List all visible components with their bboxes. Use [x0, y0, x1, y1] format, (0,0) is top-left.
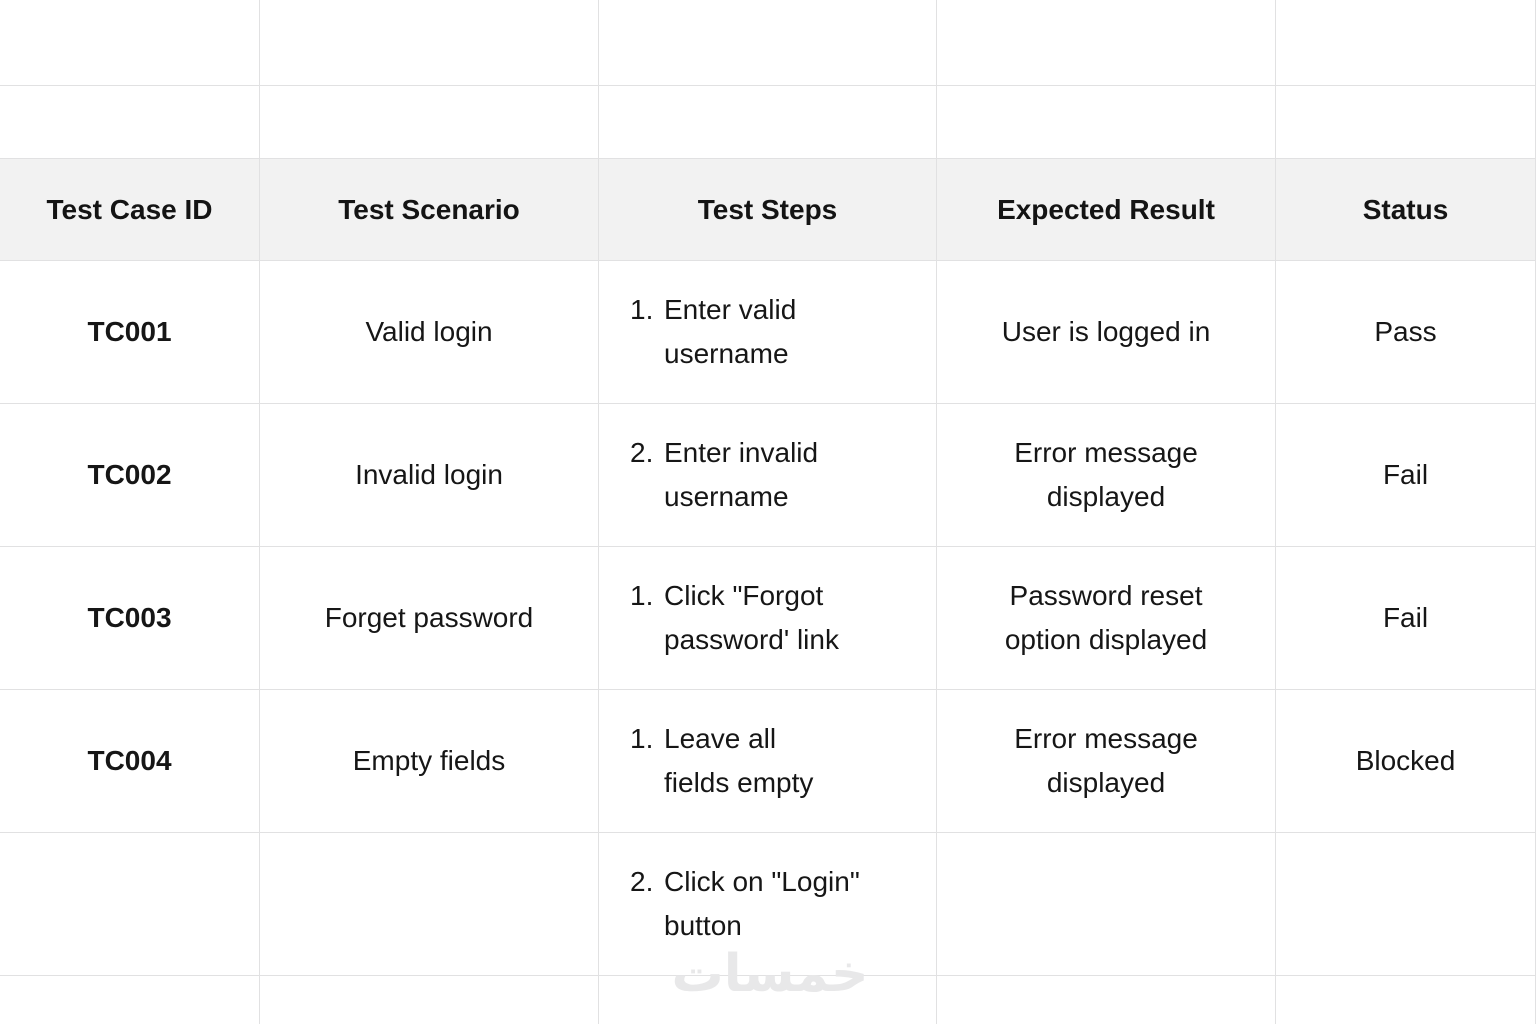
cell-test-scenario: Valid login [259, 260, 599, 404]
test-step: 1. Click "Forgot password' link [600, 574, 936, 662]
empty-cell [0, 975, 260, 1024]
cell-expected-result [936, 832, 1276, 976]
step-text: Enter invalid username [664, 437, 819, 512]
cell-test-scenario [259, 832, 599, 976]
cell-test-scenario: Forget password [259, 546, 599, 690]
table-row-tc003: TC003 Forget password 1. Click "Forgot p… [0, 546, 1536, 690]
empty-cell [598, 975, 937, 1024]
cell-test-steps: 2. Enter invalid username [598, 403, 937, 547]
empty-cell [936, 975, 1276, 1024]
table-row-blank-top [0, 0, 1536, 86]
empty-cell [936, 0, 1276, 86]
cell-test-scenario: Invalid login [259, 403, 599, 547]
table-row-blank-bottom [0, 975, 1536, 1024]
test-step: 1. Enter valid username [600, 288, 936, 376]
header-expected-result: Expected Result [936, 158, 1276, 261]
cell-test-case-id: TC001 [0, 260, 260, 404]
cell-status: Pass [1275, 260, 1536, 404]
cell-expected-result: Password reset option displayed [936, 546, 1276, 690]
header-test-scenario: Test Scenario [259, 158, 599, 261]
test-step: 2. Click on "Login" button [600, 860, 936, 948]
table-row-tc002: TC002 Invalid login 2. Enter invalid use… [0, 403, 1536, 547]
empty-cell [1275, 0, 1536, 86]
step-number: 1. [630, 294, 654, 325]
cell-expected-result: Error message displayed [936, 689, 1276, 833]
cell-test-case-id: TC002 [0, 403, 260, 547]
table-row-tc004: TC004 Empty fields 1. Leave all fields e… [0, 689, 1536, 833]
empty-cell [0, 0, 260, 86]
empty-cell [259, 85, 599, 159]
header-status: Status [1275, 158, 1536, 261]
test-step: 1. Leave all fields empty [600, 717, 936, 805]
empty-cell [936, 85, 1276, 159]
cell-status: Fail [1275, 403, 1536, 547]
cell-status: Blocked [1275, 689, 1536, 833]
empty-cell [1275, 975, 1536, 1024]
cell-test-steps: 1. Enter valid username [598, 260, 937, 404]
cell-test-case-id: TC003 [0, 546, 260, 690]
cell-test-steps: 1. Click "Forgot password' link [598, 546, 937, 690]
step-number: 1. [630, 723, 654, 754]
header-test-steps: Test Steps [598, 158, 937, 261]
step-number: 1. [630, 580, 654, 611]
cell-expected-result: User is logged in [936, 260, 1276, 404]
cell-expected-result: Error message displayed [936, 403, 1276, 547]
empty-cell [1275, 85, 1536, 159]
table-header-row: Test Case ID Test Scenario Test Steps Ex… [0, 158, 1536, 261]
empty-cell [259, 975, 599, 1024]
step-number: 2. [630, 866, 654, 897]
cell-test-case-id [0, 832, 260, 976]
empty-cell [598, 0, 937, 86]
cell-test-case-id: TC004 [0, 689, 260, 833]
empty-cell [259, 0, 599, 86]
cell-status [1275, 832, 1536, 976]
empty-cell [598, 85, 937, 159]
step-text: Click "Forgot password' link [664, 580, 839, 655]
step-text: Enter valid username [664, 294, 797, 369]
step-text: Leave all fields empty [664, 723, 814, 798]
step-text: Click on "Login" button [664, 866, 860, 941]
table-row-continuation: 2. Click on "Login" button [0, 832, 1536, 976]
header-test-case-id: Test Case ID [0, 158, 260, 261]
table-row-blank-top2 [0, 85, 1536, 159]
cell-test-scenario: Empty fields [259, 689, 599, 833]
cell-test-steps: 2. Click on "Login" button [598, 832, 937, 976]
test-step: 2. Enter invalid username [600, 431, 936, 519]
cell-status: Fail [1275, 546, 1536, 690]
empty-cell [0, 85, 260, 159]
cell-test-steps: 1. Leave all fields empty [598, 689, 937, 833]
step-number: 2. [630, 437, 654, 468]
table-row-tc001: TC001 Valid login 1. Enter valid usernam… [0, 260, 1536, 404]
